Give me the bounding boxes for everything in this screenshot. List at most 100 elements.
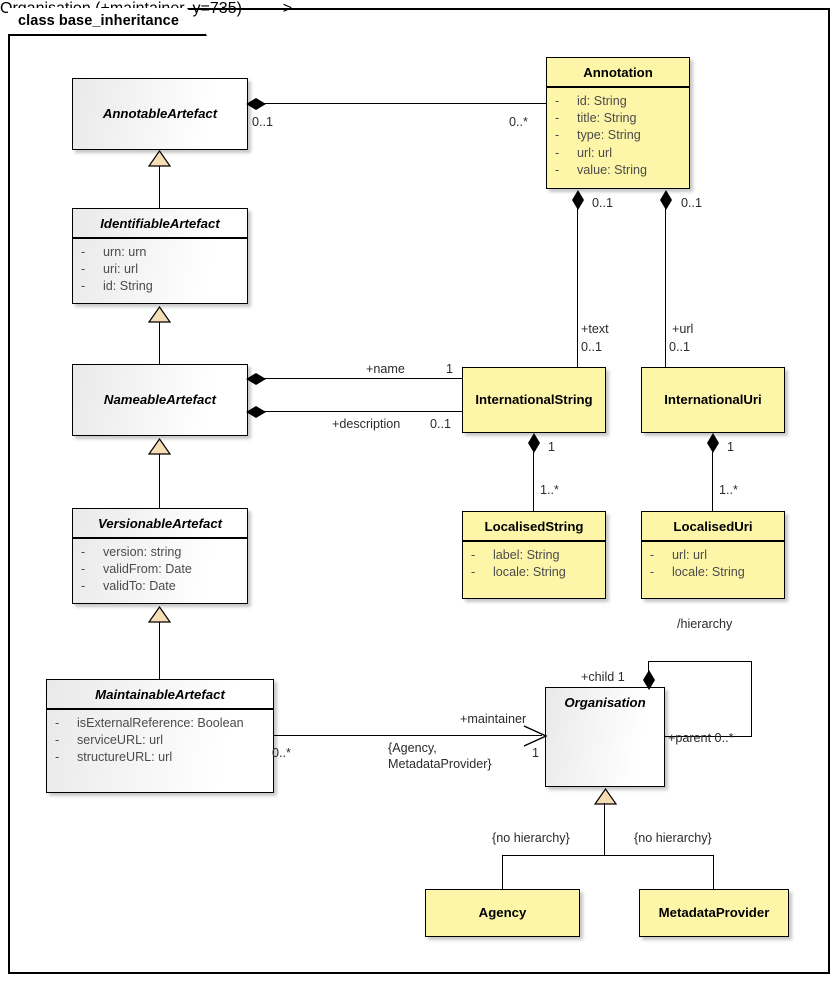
attribute-row: - label: String	[471, 547, 599, 564]
attribute-compartment: - label: String - locale: String	[463, 542, 605, 588]
attribute-text: urn: urn	[103, 244, 147, 259]
attribute-row: - isExternalReference: Boolean	[55, 715, 267, 732]
attribute-visibility: -	[81, 279, 86, 294]
attribute-visibility: -	[81, 579, 86, 594]
multiplicity-intstring-target: 1..*	[540, 483, 559, 497]
attribute-text: isExternalReference: Boolean	[77, 715, 244, 730]
role-label-text: +text	[581, 322, 609, 336]
class-title: InternationalUri	[664, 392, 762, 408]
composition-diamond-inturi-localiseduri	[707, 433, 719, 453]
class-localised-uri[interactable]: LocalisedUri - url: url - locale: String	[641, 511, 785, 599]
attribute-visibility: -	[55, 750, 60, 765]
attribute-visibility: -	[555, 93, 560, 108]
attribute-text: value: String	[577, 163, 648, 178]
class-versionable-artefact[interactable]: VersionableArtefact - version: string - …	[72, 508, 248, 604]
class-annotable-artefact[interactable]: AnnotableArtefact	[72, 78, 248, 150]
hierarchy-line-segment-horizontal-top	[648, 661, 752, 663]
class-agency[interactable]: Agency	[425, 889, 580, 937]
attribute-compartment: - version: string - validFrom: Date - va…	[73, 539, 247, 602]
class-maintainable-artefact[interactable]: MaintainableArtefact - isExternalReferen…	[46, 679, 274, 793]
composition-diamond-annotable-annotation	[246, 98, 266, 110]
class-metadata-provider[interactable]: MetadataProvider	[639, 889, 789, 937]
attribute-visibility: -	[81, 261, 86, 276]
multiplicity-inturi-target: 1..*	[719, 483, 738, 497]
diagram-frame-label: class base_inheritance	[8, 8, 207, 36]
class-organisation[interactable]: Organisation	[545, 687, 665, 787]
generalization-triangle-icon	[148, 150, 171, 167]
association-name-hierarchy: /hierarchy	[677, 617, 733, 631]
class-localised-string[interactable]: LocalisedString - label: String - locale…	[462, 511, 606, 599]
attribute-text: id: String	[577, 93, 627, 108]
attribute-row: - validFrom: Date	[81, 561, 241, 578]
multiplicity-text-near-annotation: 0..1	[592, 196, 614, 210]
attribute-visibility: -	[471, 547, 476, 562]
assoc-name-line	[258, 378, 462, 380]
attribute-text: uri: url	[103, 261, 138, 276]
attribute-text: locale: String	[672, 564, 745, 579]
attribute-text: title: String	[577, 110, 637, 125]
class-title: Annotation	[583, 65, 653, 80]
multiplicity-url-near-annotation: 0..1	[681, 196, 703, 210]
multiplicity-inturi-source: 1	[727, 440, 735, 454]
generalization-organisation-crossbar	[502, 855, 714, 857]
attribute-visibility: -	[555, 110, 560, 125]
generalization-triangle-icon	[148, 606, 171, 623]
generalization-triangle-icon	[148, 306, 171, 323]
composition-diamond-hierarchy	[643, 670, 655, 690]
attribute-visibility: -	[81, 561, 86, 576]
constraint-metadataprovider-no-hierarchy: {no hierarchy}	[634, 831, 712, 845]
attribute-text: label: String	[493, 547, 560, 562]
generalization-agency-drop	[502, 855, 504, 889]
attribute-visibility: -	[650, 564, 655, 579]
attribute-visibility: -	[55, 732, 60, 747]
assoc-inturi-localiseduri-line	[712, 452, 714, 511]
attribute-visibility: -	[555, 145, 560, 160]
compartment-separator	[547, 86, 689, 88]
attribute-row: - version: string	[81, 544, 241, 561]
attribute-text: serviceURL: url	[77, 732, 164, 747]
assoc-annotable-annotation-line	[258, 103, 546, 105]
open-arrow-head-icon	[522, 724, 548, 748]
class-international-string[interactable]: InternationalString	[462, 367, 606, 433]
attribute-text: locale: String	[493, 564, 566, 579]
attribute-text: url: url	[672, 547, 707, 562]
attribute-row: - locale: String	[650, 564, 778, 581]
class-title: InternationalString	[475, 392, 593, 408]
attribute-compartment: - id: String - title: String - type: Str…	[547, 88, 689, 186]
composition-diamond-url	[660, 190, 672, 210]
class-title: IdentifiableArtefact	[100, 216, 220, 231]
compartment-separator	[73, 237, 247, 239]
constraint-maintainer-types: {Agency, MetadataProvider}	[388, 741, 492, 771]
multiplicity-description: 0..1	[430, 417, 452, 431]
class-title: Organisation	[564, 695, 646, 710]
class-international-uri[interactable]: InternationalUri	[641, 367, 785, 433]
attribute-row: - value: String	[555, 162, 683, 179]
composition-diamond-text	[572, 190, 584, 210]
attribute-text: url: url	[577, 145, 612, 160]
role-label-hierarchy-child: +child 1	[581, 670, 625, 684]
composition-diamond-intstring-localisedstring	[528, 433, 540, 453]
attribute-row: - urn: urn	[81, 244, 241, 261]
attribute-visibility: -	[81, 244, 86, 259]
generalization-triangle-icon	[148, 438, 171, 455]
compartment-separator	[642, 540, 784, 542]
compartment-separator	[73, 537, 247, 539]
class-nameable-artefact[interactable]: NameableArtefact	[72, 364, 248, 436]
role-label-name: +name	[366, 362, 405, 376]
attribute-compartment: - urn: urn - uri: url - id: String	[73, 239, 247, 302]
class-annotation[interactable]: Annotation - id: String - title: String …	[546, 57, 690, 189]
attribute-row: - url: url	[555, 145, 683, 162]
generalization-identifiable-line	[159, 165, 161, 208]
attribute-text: id: String	[103, 279, 153, 294]
composition-diamond-description	[246, 406, 266, 418]
multiplicity-intstring-source: 1	[548, 440, 556, 454]
class-identifiable-artefact[interactable]: IdentifiableArtefact - urn: urn - uri: u…	[72, 208, 248, 304]
multiplicity-maintainer-target: 1	[532, 746, 540, 760]
generalization-maintainable-line	[159, 621, 161, 679]
attribute-text: validFrom: Date	[103, 561, 192, 576]
generalization-versionable-line	[159, 453, 161, 508]
attribute-row: - locale: String	[471, 564, 599, 581]
generalization-organisation-stem	[604, 803, 606, 856]
attribute-visibility: -	[555, 163, 560, 178]
